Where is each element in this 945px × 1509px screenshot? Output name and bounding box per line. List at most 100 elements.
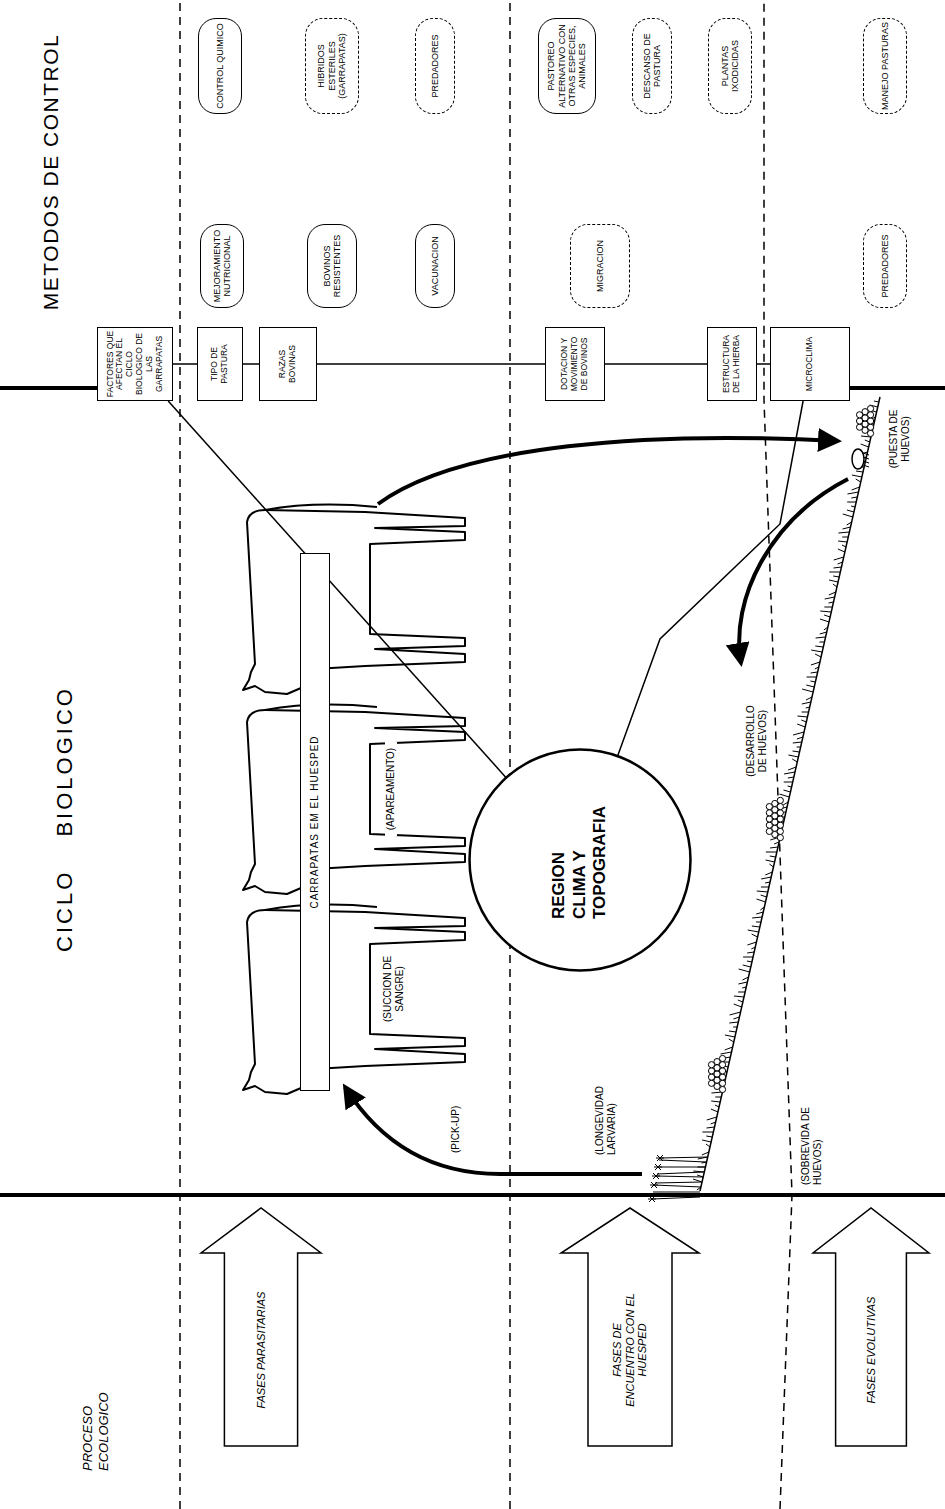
factors-header-box: FACTORES QUE AFECTAN EL CICLO BIOLOGICO … bbox=[97, 327, 173, 401]
grass-blade bbox=[706, 1144, 710, 1147]
node-text: HIBRIDOS ESTERILES (GARRAPATAS) bbox=[316, 22, 347, 110]
egg-mass bbox=[766, 810, 772, 816]
larva-mark bbox=[657, 1155, 663, 1161]
grass-blade bbox=[816, 637, 826, 638]
larva-mark bbox=[650, 1185, 658, 1186]
column-heading: METODOS DE CONTROL bbox=[38, 7, 63, 337]
stage-label: (DESARROLLO DE HUEVOS) bbox=[745, 695, 769, 787]
grass-blade bbox=[743, 965, 751, 967]
grass-blade bbox=[811, 650, 822, 652]
stage-label: (PICK-UP) bbox=[450, 1093, 462, 1155]
grass-blade bbox=[838, 562, 843, 564]
grass-blade bbox=[815, 667, 819, 669]
grass-blade bbox=[851, 497, 857, 498]
grass-blade bbox=[856, 471, 863, 472]
grass-blade bbox=[784, 782, 793, 783]
grass-blade bbox=[847, 522, 852, 525]
grass-blade bbox=[721, 1052, 732, 1054]
grass-blade bbox=[738, 982, 747, 984]
block-arrow-outline bbox=[201, 1208, 321, 1446]
grass-blade bbox=[725, 1035, 735, 1037]
grass-blade bbox=[729, 1022, 738, 1023]
egg-mass bbox=[766, 822, 772, 828]
node-text: PREDADORES bbox=[430, 35, 440, 98]
block-arrow-outline bbox=[561, 1208, 699, 1446]
grass-blade bbox=[702, 1132, 713, 1133]
grass-blade bbox=[838, 532, 849, 533]
grass-blade bbox=[819, 642, 824, 643]
grass-blade bbox=[702, 1152, 709, 1155]
grass-blade bbox=[797, 747, 801, 748]
grass-blade bbox=[861, 444, 869, 447]
control-method: PLANTAS IXODICIDAS bbox=[708, 18, 752, 114]
egg-mass bbox=[708, 1080, 714, 1086]
grass-blade bbox=[802, 702, 811, 704]
grass-blade bbox=[752, 934, 758, 937]
tick-leg bbox=[863, 465, 869, 467]
node-text: ESTRUCTURA DE LA HIERBA bbox=[722, 330, 742, 398]
control-method: PREDADORES bbox=[415, 18, 455, 114]
grass-blade bbox=[660, 1157, 708, 1158]
grass-blade bbox=[761, 887, 769, 888]
egg-mass bbox=[766, 828, 772, 834]
connector-line bbox=[757, 363, 770, 365]
grass-blade bbox=[810, 681, 815, 682]
node-text: REGION CLIMA Y TOPOGRAFIA bbox=[549, 801, 610, 919]
grass-blade bbox=[788, 767, 796, 770]
grass-blade bbox=[769, 864, 773, 867]
grass-blade bbox=[730, 1012, 741, 1015]
ground-line bbox=[700, 397, 880, 1191]
grass-ground bbox=[648, 397, 880, 1202]
node-text: MIGRACION bbox=[595, 240, 605, 292]
grass-blade bbox=[865, 440, 870, 442]
grass-blade bbox=[842, 545, 846, 547]
stage-label: (SUCCION DE SANGRE) bbox=[382, 953, 406, 1025]
node-text: PASTOREO ALTERNATIVO CON OTRAS ESPECIES,… bbox=[546, 22, 587, 110]
grass-blade bbox=[851, 506, 855, 507]
control-method: MIGRACION bbox=[570, 224, 630, 308]
grass-blade bbox=[707, 1127, 715, 1128]
grass-blade bbox=[802, 689, 813, 692]
larva-mark bbox=[654, 1167, 662, 1168]
node-text: FASES DE ENCUENTRO CON EL HUESPED bbox=[611, 1289, 649, 1411]
grass-blade bbox=[784, 772, 795, 774]
grass-blade bbox=[756, 912, 763, 914]
control-method: PREDADORES bbox=[863, 224, 907, 308]
factor-box: MICROCLIMA bbox=[770, 327, 850, 401]
phase-arrow: FASES DE ENCUENTRO CON EL HUESPED bbox=[560, 1207, 700, 1447]
phase-arrow: FASES PARASITARIAS bbox=[200, 1207, 322, 1447]
grass-blade bbox=[742, 987, 746, 988]
grass-blade bbox=[734, 996, 744, 997]
grass-blade bbox=[802, 712, 809, 713]
grass-blade bbox=[729, 1039, 734, 1042]
grass-blade bbox=[811, 672, 818, 673]
control-method: HIBRIDOS ESTERILES (GARRAPATAS) bbox=[305, 18, 359, 114]
grass-blade bbox=[654, 1185, 701, 1187]
stage-label: (APAREAMENTO) bbox=[385, 742, 397, 836]
control-method: VACUNACION bbox=[415, 224, 455, 308]
row-divider bbox=[179, 0, 181, 1509]
block-arrow-outline bbox=[813, 1208, 929, 1446]
grass-blade bbox=[659, 1160, 707, 1162]
grass-blade bbox=[743, 977, 749, 980]
grass-blade bbox=[829, 592, 836, 595]
node-text: PLANTAS IXODICIDAS bbox=[720, 22, 741, 110]
grass-blade bbox=[806, 697, 812, 700]
egg-mass bbox=[708, 1074, 714, 1080]
column-divider bbox=[850, 386, 945, 390]
control-method: DESCANSO DE PASTURA bbox=[632, 18, 672, 114]
grass-blade bbox=[743, 957, 753, 958]
grass-blade bbox=[820, 611, 831, 612]
grass-blade bbox=[793, 751, 800, 752]
grass-blade bbox=[715, 1105, 719, 1107]
grass-blade bbox=[761, 895, 767, 897]
factor-box: DOTACION Y MOVIMIENTO DE BOVINOS bbox=[545, 327, 605, 401]
stage-label: (PUESTA DE HUEVOS) bbox=[888, 395, 912, 483]
grass-blade bbox=[738, 992, 745, 993]
grass-blade bbox=[725, 1047, 733, 1050]
grass-blade bbox=[783, 802, 788, 805]
grass-blade bbox=[811, 662, 820, 665]
grass-blade bbox=[757, 891, 768, 892]
